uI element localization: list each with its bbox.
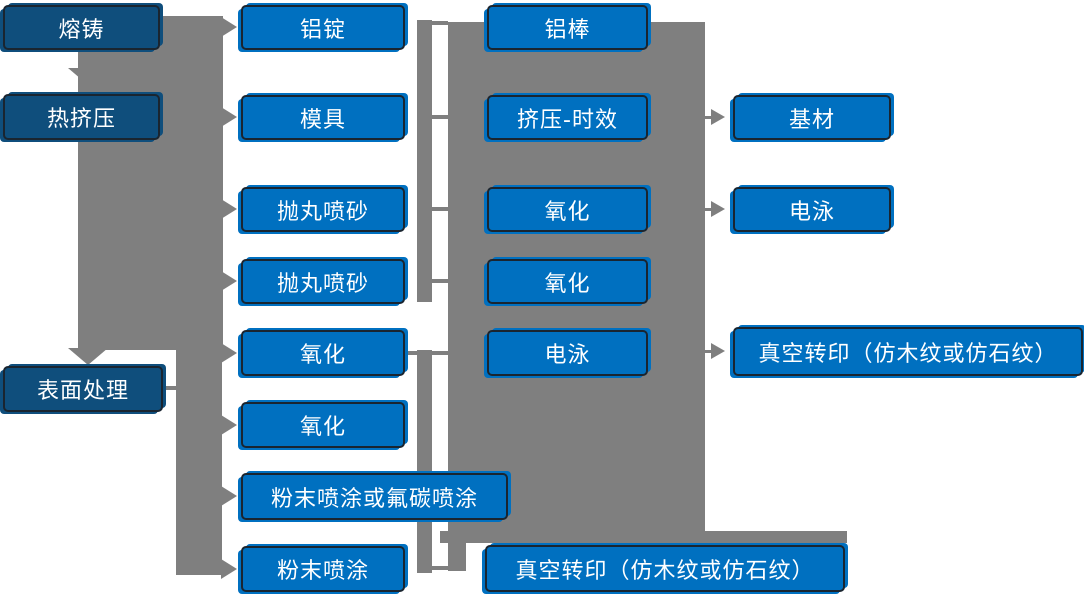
node-shot-blasting-2: 抛丸喷砂	[241, 259, 405, 304]
connector-tie-row2	[432, 115, 448, 119]
connector-tie-bottom-row	[432, 566, 448, 570]
connector-tie-row3	[432, 207, 448, 211]
node-vacuum-transfer-right: 真空转印（仿木纹或仿石纹）	[733, 327, 1083, 376]
arrow-to-vacuum-transfer-icon	[711, 343, 725, 359]
node-melting-casting: 熔铸	[3, 5, 160, 50]
arrow-to-mold-icon	[221, 107, 237, 127]
node-shot-blasting-1: 抛丸喷砂	[241, 187, 405, 232]
node-aluminum-ingot: 铝锭	[241, 5, 405, 50]
connector-tie-row1	[432, 21, 448, 25]
node-extrusion-aging: 挤压-时效	[487, 95, 648, 140]
arrow-to-shot-blasting-1-icon	[221, 199, 237, 219]
connector-stub-vacuum-transfer	[705, 350, 711, 353]
connector-bottom-band	[440, 531, 847, 543]
node-aluminum-rod: 铝棒	[487, 5, 648, 50]
arrow-to-electrophoresis-c4-icon	[711, 201, 725, 217]
connector-surface-treatment-stub	[163, 386, 177, 390]
arrow-down-to-hot-extrusion-icon	[68, 68, 108, 85]
node-electrophoresis-c3: 电泳	[487, 330, 648, 376]
node-hot-extrusion: 热挤压	[3, 94, 160, 140]
connector-trunk-wide	[78, 16, 223, 350]
node-mold: 模具	[241, 95, 405, 140]
arrow-to-oxidation-c2-1-icon	[221, 343, 237, 363]
arrow-to-aluminum-ingot-icon	[221, 17, 237, 37]
node-powder-or-fluorocarbon-coating: 粉末喷涂或氟碳喷涂	[241, 473, 508, 520]
node-oxidation-c2-1: 氧化	[241, 330, 405, 376]
connector-stub-electrophoresis	[705, 208, 711, 211]
node-oxidation-c3-2: 氧化	[487, 259, 648, 304]
arrow-to-oxidation-c2-2-icon	[221, 415, 237, 435]
connector-tie-row4	[432, 279, 448, 283]
connector-mid-bar-lower	[417, 350, 432, 573]
connector-mid-bar-upper	[417, 20, 432, 302]
arrow-to-powder-coating-icon	[221, 559, 237, 579]
node-oxidation-c3-1: 氧化	[487, 187, 648, 232]
node-oxidation-c2-2: 氧化	[241, 402, 405, 448]
arrow-down-to-surface-treatment-icon	[68, 348, 108, 365]
arrow-to-base-material-icon	[711, 109, 725, 125]
arrow-to-shot-blasting-2-icon	[221, 271, 237, 291]
node-base-material: 基材	[733, 95, 891, 140]
node-vacuum-transfer-bottom: 真空转印（仿木纹或仿石纹）	[485, 545, 845, 592]
node-powder-coating: 粉末喷涂	[241, 546, 405, 592]
connector-tie-oxidation-row	[405, 351, 448, 355]
connector-bottom-strip	[448, 543, 466, 571]
connector-stub-base-material	[705, 116, 711, 119]
node-surface-treatment: 表面处理	[3, 366, 163, 412]
connector-trunk-narrow	[176, 350, 222, 575]
arrow-to-powder-or-fluorocarbon-icon	[221, 486, 237, 506]
node-electrophoresis-c4: 电泳	[733, 187, 891, 232]
